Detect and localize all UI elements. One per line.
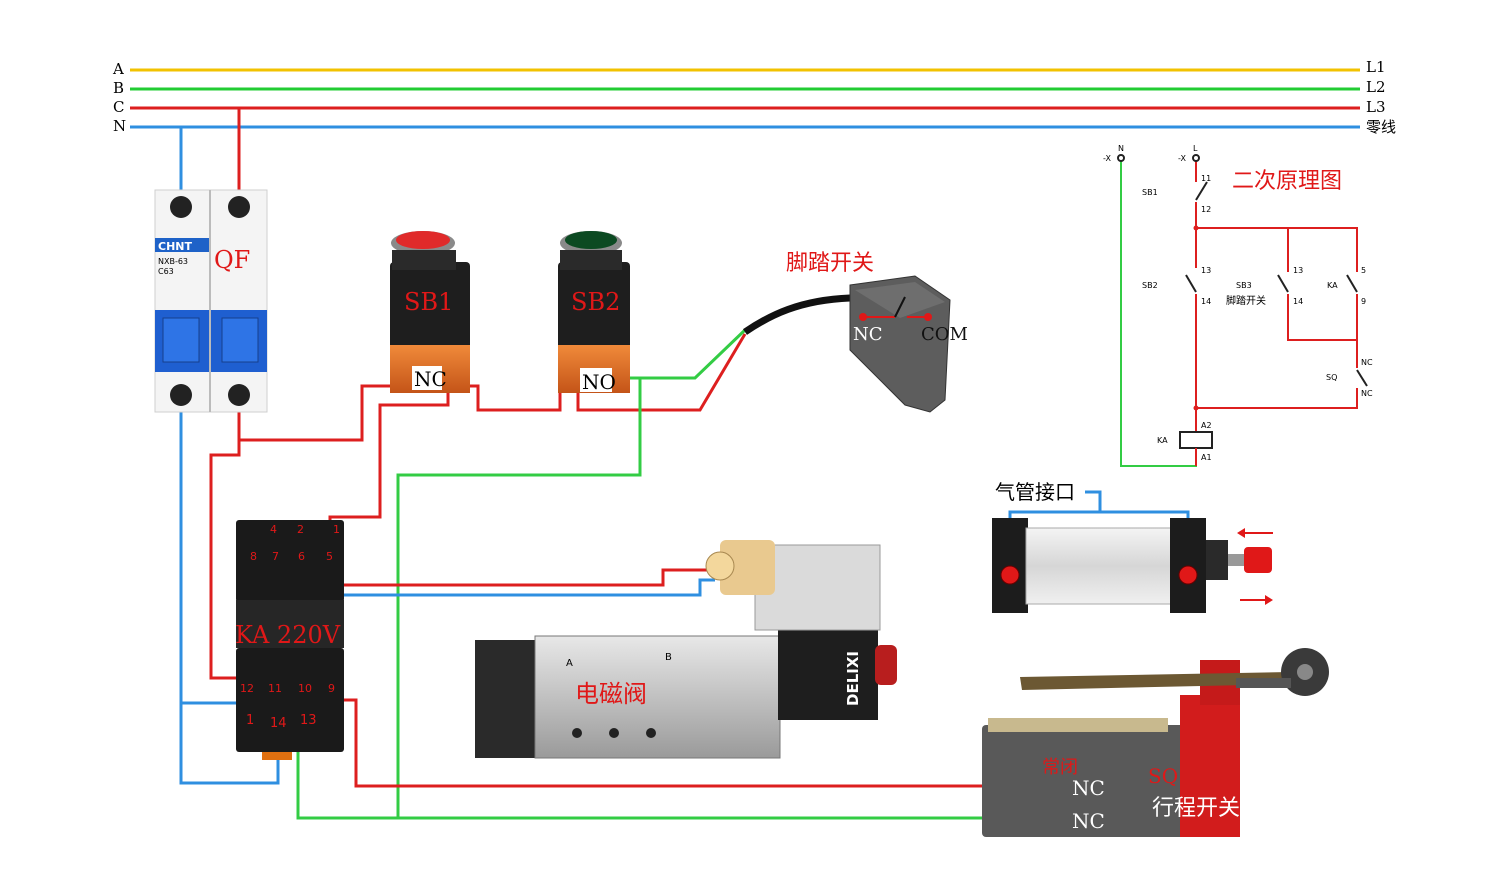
relay-mid-pin-8: 8 <box>250 550 257 563</box>
breaker-brand: CHNT <box>158 240 192 253</box>
schematic-sq-pin-top: NC <box>1361 358 1373 367</box>
supply-bus: A B C N L1 L2 L3 零线 <box>112 58 1396 136</box>
foot-switch-com: COM <box>921 324 968 345</box>
relay-mid-pin-7: 7 <box>272 550 279 563</box>
bus-label-l3: L3 <box>1366 98 1386 116</box>
relay-mid-pin-5: 5 <box>326 550 333 563</box>
valve-port-b: B <box>665 652 672 663</box>
sb1-contact-label: NC <box>414 367 447 391</box>
breaker-terminal-top-left <box>170 196 192 218</box>
schematic-ka-pin-5: 5 <box>1361 266 1366 275</box>
bus-label-l1: L1 <box>1366 58 1386 76</box>
breaker-terminal-bottom-right <box>228 384 250 406</box>
relay-mid-pin-6: 6 <box>298 550 305 563</box>
schematic-coil-a1: A1 <box>1201 453 1212 462</box>
limit-contact-1: NC <box>1072 776 1105 800</box>
bus-label-b: B <box>113 79 124 97</box>
wire-phase-sb1 <box>237 384 415 455</box>
schematic-ka-pin-9: 9 <box>1361 297 1366 306</box>
schematic-sb3-note: 脚踏开关 <box>1226 294 1266 307</box>
solenoid-valve: 电磁阀 DELIXI A B <box>475 540 897 759</box>
relay-bottom-pin-12: 12 <box>240 682 254 695</box>
breaker-model: NXB-63 <box>158 257 188 266</box>
schematic-sq-contact <box>1356 369 1368 387</box>
schematic-terminal-n: -X <box>1103 154 1111 163</box>
limit-switch-title: 行程开关 <box>1152 796 1240 821</box>
schematic-sb1-pin-11: 11 <box>1201 174 1211 183</box>
bus-label-a: A <box>112 60 124 78</box>
schematic-sq-pin-bottom: NC <box>1361 389 1373 398</box>
bus-label-neutral: 零线 <box>1366 118 1396 136</box>
relay-top-pin-4: 4 <box>270 523 277 536</box>
schematic-sb1-contact <box>1195 181 1208 201</box>
foot-switch: 脚踏开关 NC COM <box>786 251 968 413</box>
schematic-sb3: SB3 <box>1236 281 1252 290</box>
schematic-sb2: SB2 <box>1142 281 1158 290</box>
schematic-neutral-rail <box>1120 160 1197 467</box>
valve-port-a: A <box>566 658 573 669</box>
schematic-sb1: SB1 <box>1142 188 1158 197</box>
foot-switch-title: 脚踏开关 <box>786 251 874 276</box>
wire-neutral-out <box>179 395 280 785</box>
schematic-coil-a2: A2 <box>1201 421 1212 430</box>
bus-label-l2: L2 <box>1366 78 1386 96</box>
schematic-l-label: L <box>1193 144 1198 153</box>
foot-switch-cable <box>743 294 851 335</box>
breaker-rating: C63 <box>158 267 174 276</box>
relay-base-pin-1: 1 <box>246 713 254 728</box>
bus-label-c: C <box>113 98 124 116</box>
breaker-label: QF <box>214 246 250 274</box>
schematic-sb3-pin-14: 14 <box>1293 297 1303 306</box>
valve-label: 电磁阀 <box>575 680 647 708</box>
wire-sb1-sb2 <box>460 384 562 412</box>
limit-sq-label: SQ <box>1148 764 1178 788</box>
schematic-sb2-pin-14: 14 <box>1201 297 1211 306</box>
air-cylinder: 气管接口 <box>992 480 1273 613</box>
relay-top-pin-1: 1 <box>333 523 340 536</box>
secondary-schematic-labels: 二次原理图 N L -X -X SB1 11 12 SB2 13 14 SB3 … <box>1103 144 1373 462</box>
push-button-sb1: SB1 NC <box>390 231 470 393</box>
wire-sb2-foot-green <box>612 328 747 380</box>
limit-switch: 常闭 NC NC SQ 行程开关 <box>982 648 1329 837</box>
schematic-sb3-contact <box>1277 274 1289 293</box>
schematic-ka-contact-label: KA <box>1327 281 1338 290</box>
foot-switch-nc: NC <box>853 324 883 345</box>
schematic-sb2-contact <box>1185 274 1197 293</box>
relay-label: KA 220V <box>235 621 341 649</box>
schematic-ka-coil <box>1179 431 1213 449</box>
sb2-label: SB2 <box>571 288 620 316</box>
valve-brand: DELIXI <box>844 651 862 706</box>
schematic-sb2-pin-13: 13 <box>1201 266 1211 275</box>
relay-bottom-pin-10: 10 <box>298 682 312 695</box>
schematic-coil-label: KA <box>1157 436 1168 445</box>
breaker-terminal-bottom-left <box>170 384 192 406</box>
limit-contact-2: NC <box>1072 809 1105 833</box>
bus-label-n: N <box>113 117 126 135</box>
wire-green-relay <box>296 740 398 820</box>
wire-sb1-relay <box>328 392 450 540</box>
relay-top-pin-2: 2 <box>297 523 304 536</box>
relay-base-pin-13: 13 <box>300 713 317 728</box>
schematic-sq: SQ <box>1326 373 1337 382</box>
push-button-sb2: SB2 NO <box>558 231 630 394</box>
schematic-ka-contact <box>1346 274 1358 293</box>
schematic-sb1-pin-12: 12 <box>1201 205 1211 214</box>
relay-bottom-pin-11: 11 <box>268 682 282 695</box>
relay-bottom-pin-9: 9 <box>328 682 335 695</box>
schematic-terminal-l: -X <box>1178 154 1186 163</box>
secondary-schematic <box>1117 154 1368 467</box>
schematic-title: 二次原理图 <box>1232 169 1342 194</box>
relay-ka: KA 220V 4 2 1 8 7 6 5 12 11 10 9 1 14 13 <box>235 520 344 760</box>
relay-base-pin-14: 14 <box>270 716 287 731</box>
cylinder-label: 气管接口 <box>995 480 1075 504</box>
circuit-breaker: CHNT NXB-63 C63 QF <box>154 189 268 413</box>
breaker-terminal-top-right <box>228 196 250 218</box>
wire-green-main <box>396 378 1070 820</box>
schematic-n-label: N <box>1118 144 1124 153</box>
sb1-label: SB1 <box>404 288 453 316</box>
limit-nc-title: 常闭 <box>1042 757 1078 778</box>
sb2-contact-label: NO <box>582 370 616 394</box>
schematic-sb3-pin-13: 13 <box>1293 266 1303 275</box>
